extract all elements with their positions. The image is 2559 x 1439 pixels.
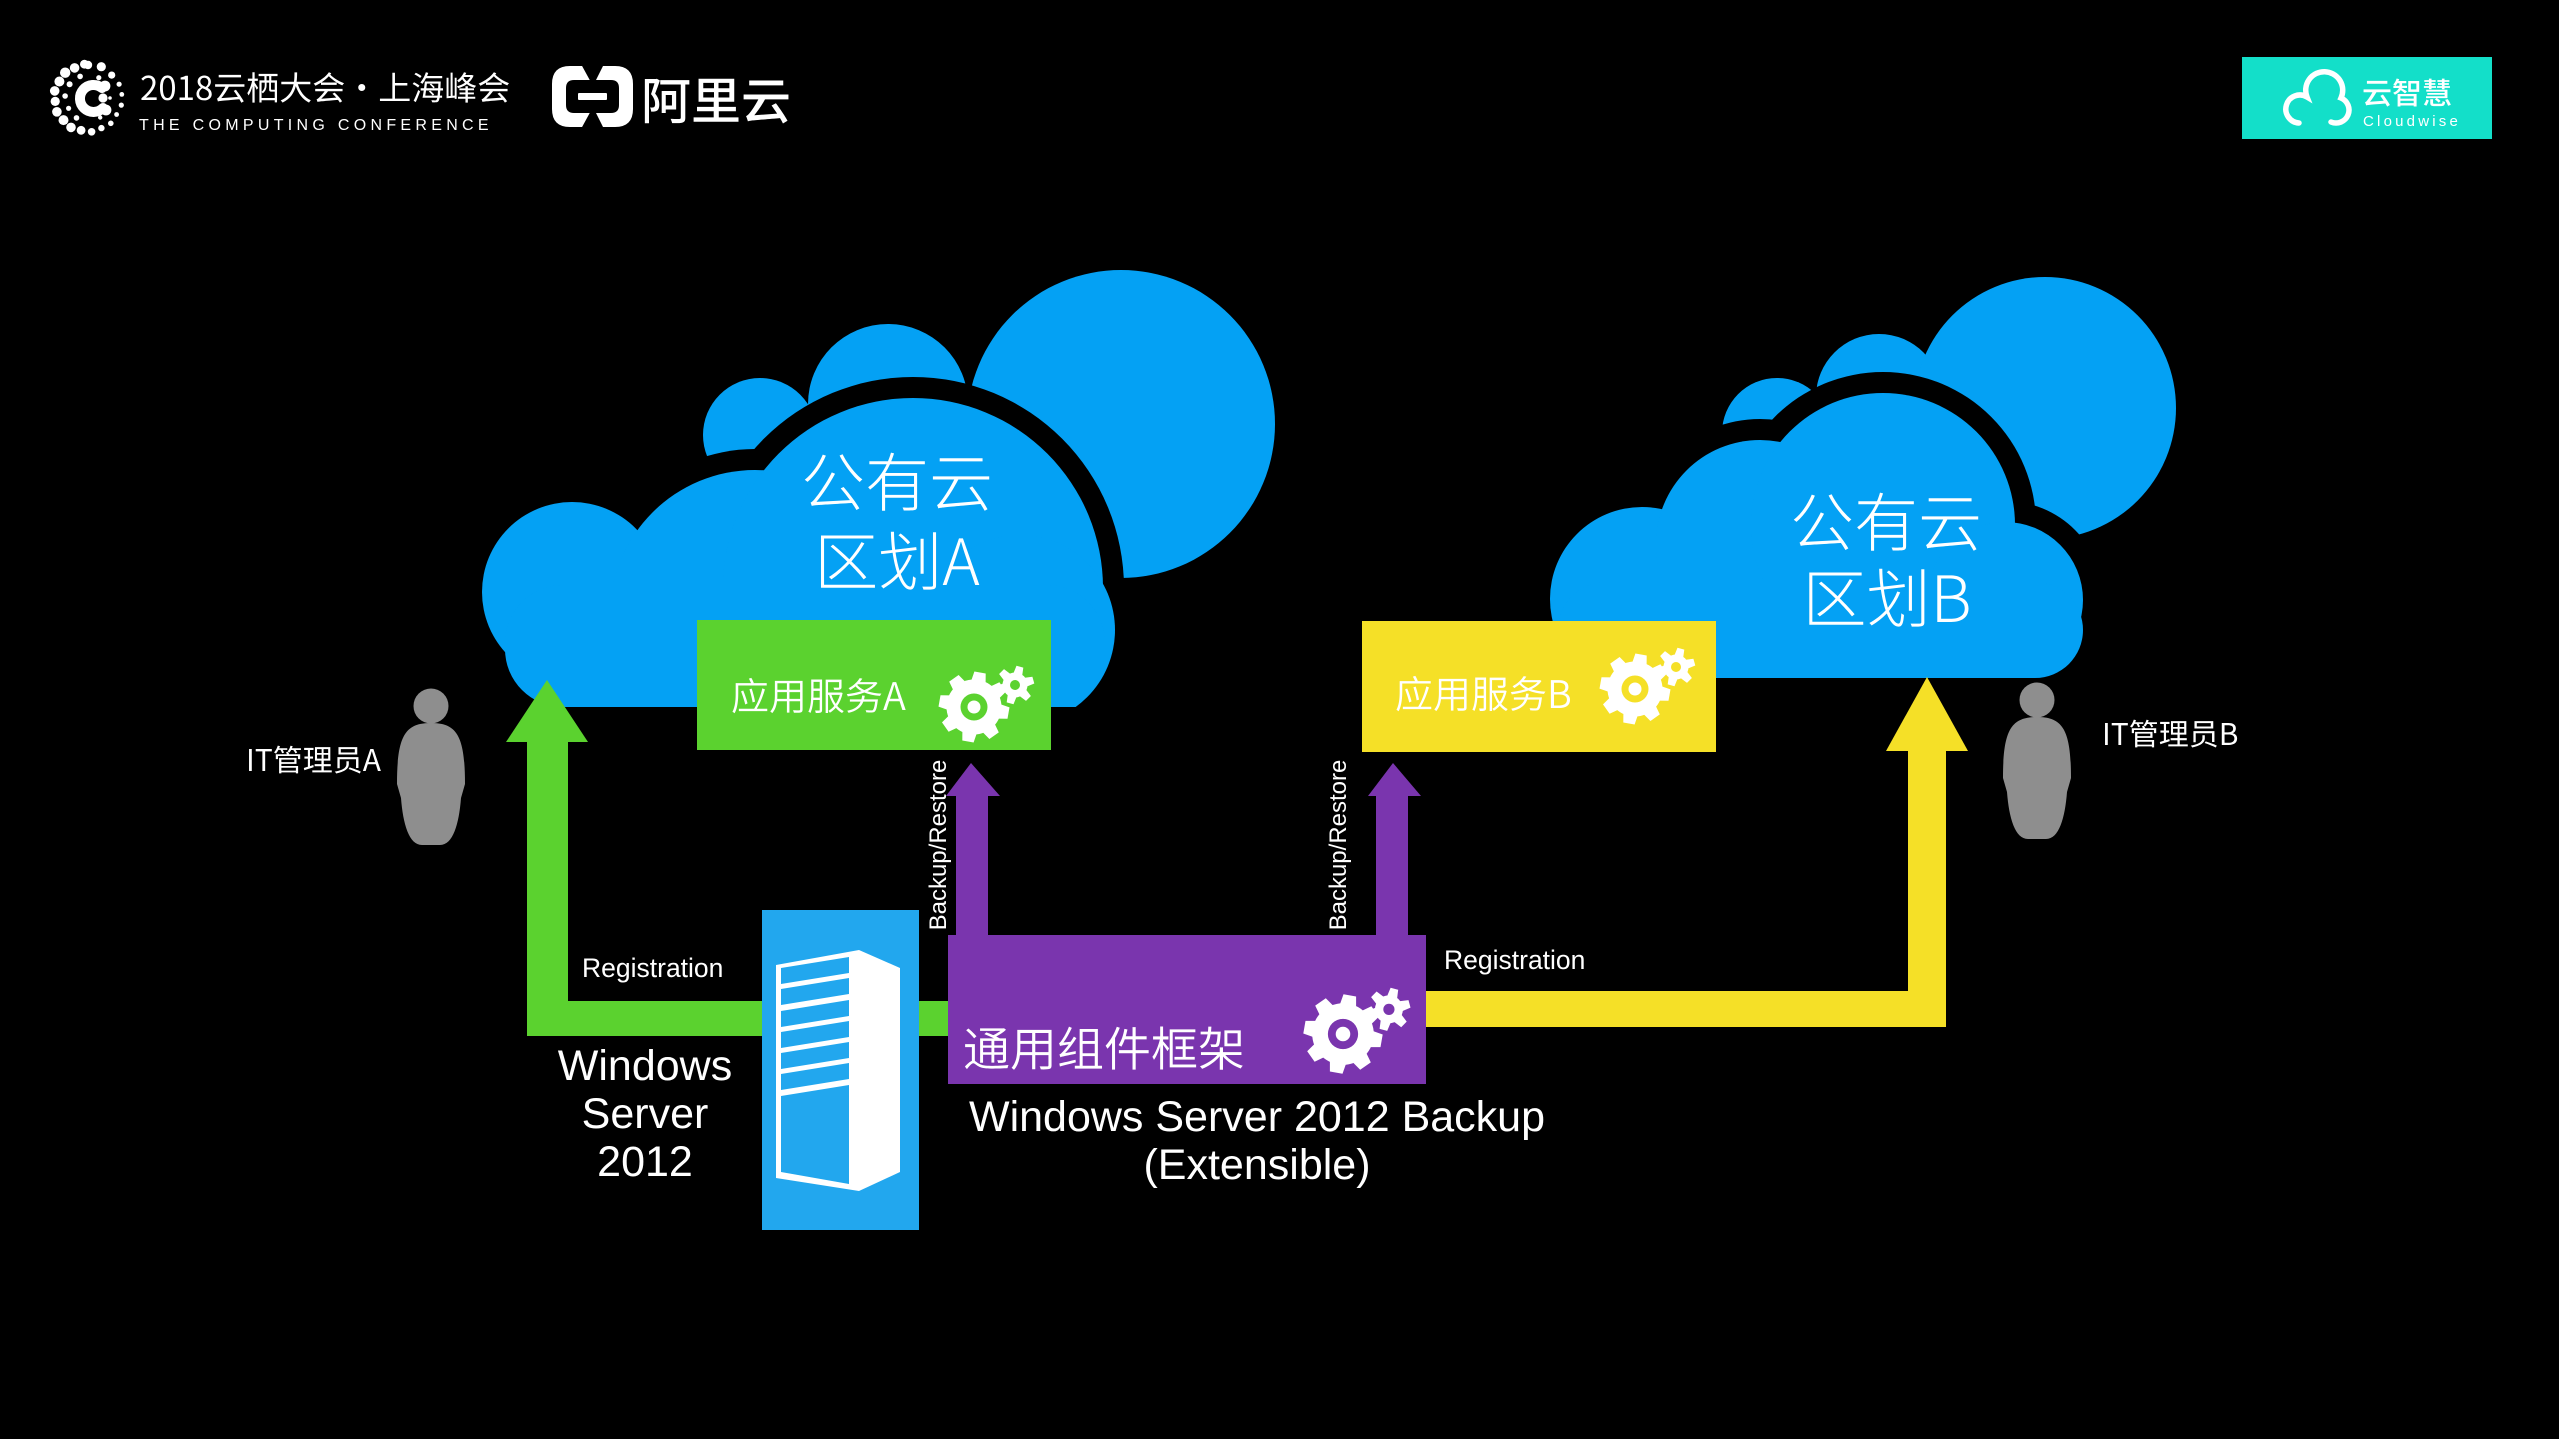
svg-text:Server: Server: [582, 1090, 709, 1138]
svg-text:Backup/Restore: Backup/Restore: [1325, 760, 1352, 931]
svg-text:Cloudwise: Cloudwise: [2363, 113, 2461, 130]
svg-text:Windows Server 2012 Backup: Windows Server 2012 Backup: [969, 1093, 1545, 1141]
svg-text:Registration: Registration: [1444, 945, 1585, 975]
svg-text:2012: 2012: [597, 1138, 693, 1186]
svg-text:THE COMPUTING CONFERENCE: THE COMPUTING CONFERENCE: [139, 117, 493, 134]
svg-text:Backup/Restore: Backup/Restore: [925, 760, 952, 931]
svg-text:(Extensible): (Extensible): [1143, 1141, 1370, 1189]
svg-text:Registration: Registration: [582, 953, 723, 983]
svg-text:Windows: Windows: [558, 1042, 732, 1090]
